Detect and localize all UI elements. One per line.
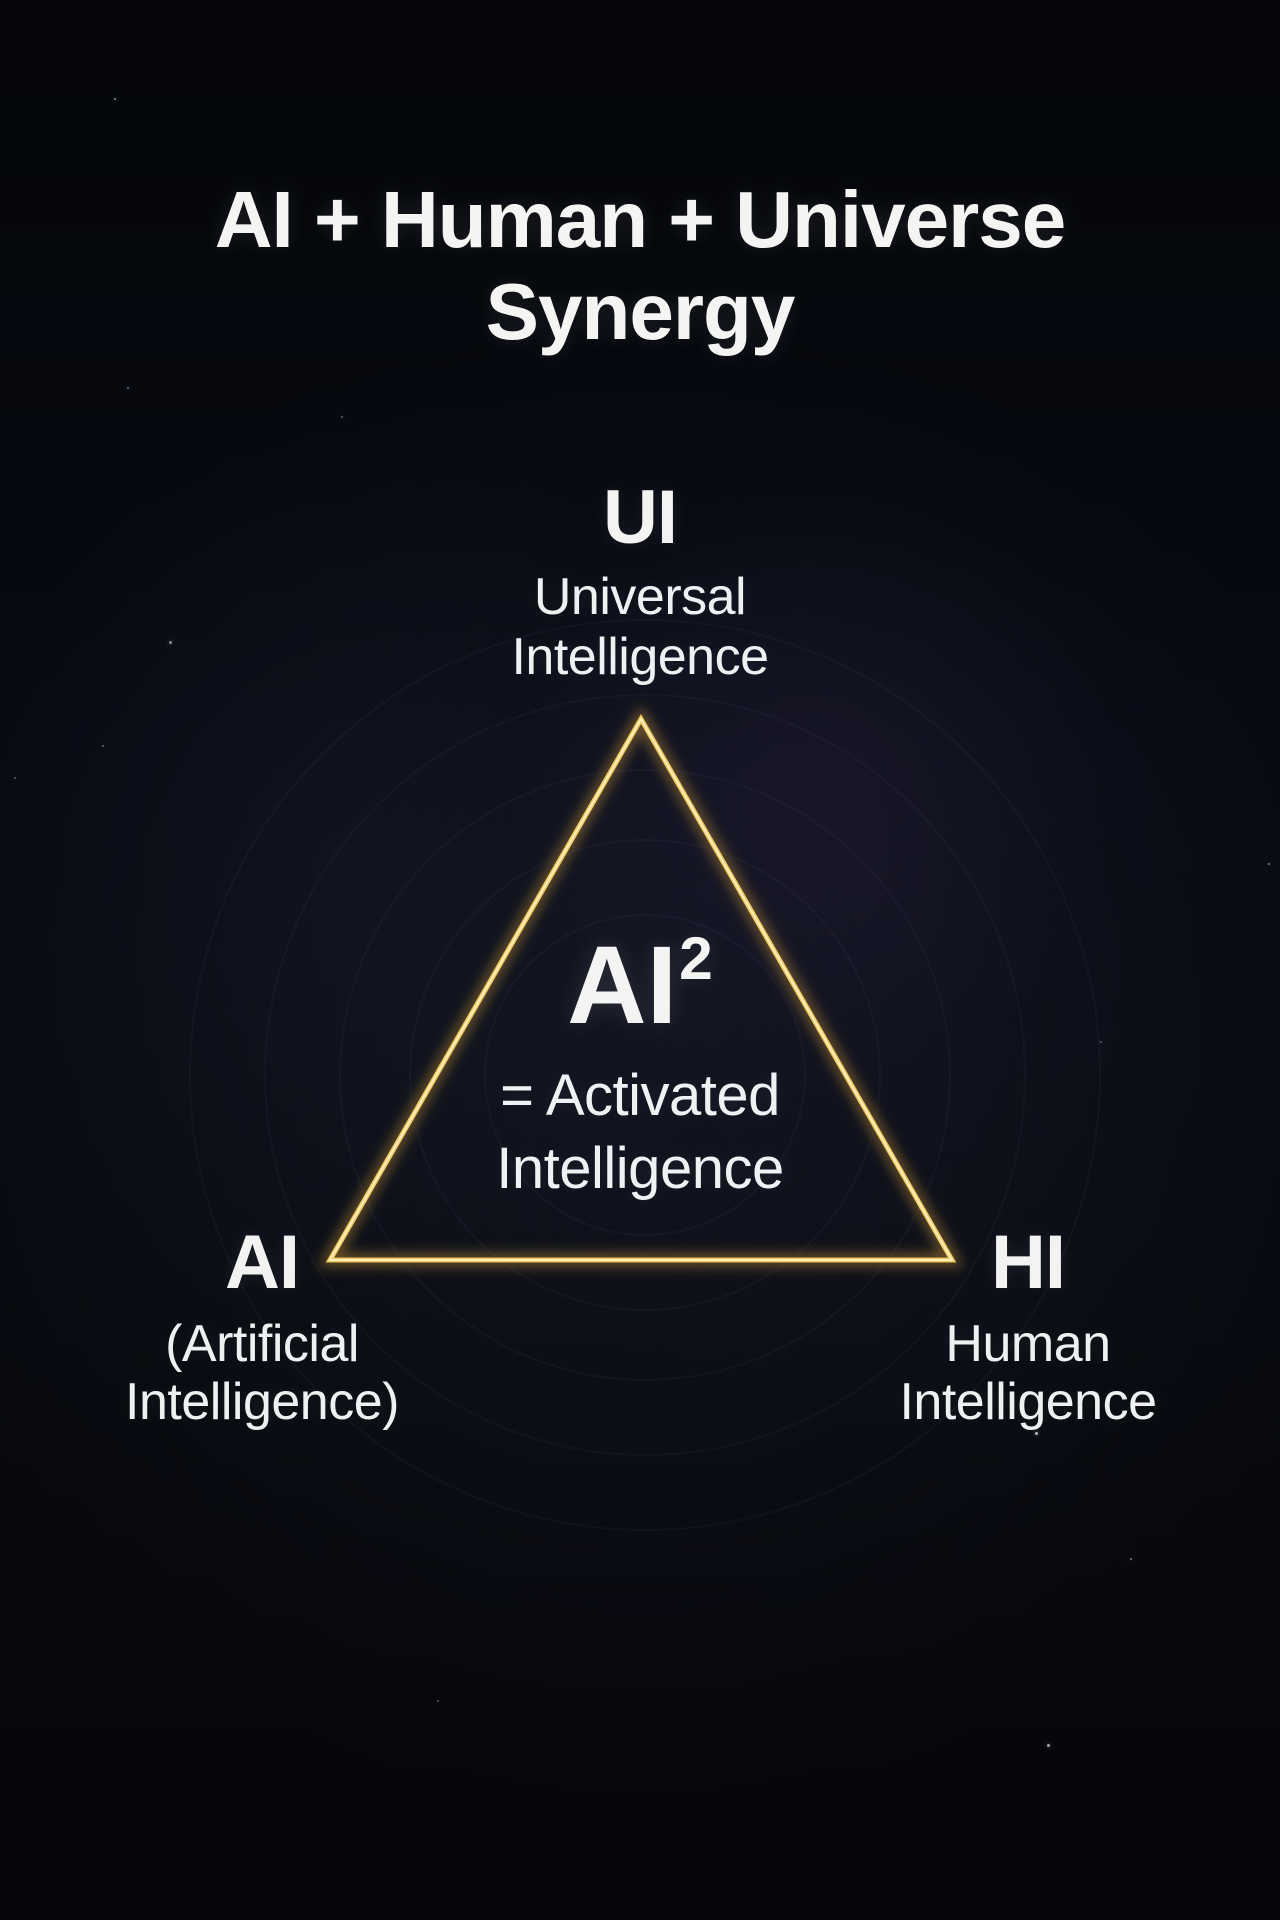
star-dot (437, 1700, 439, 1702)
ai-sublabel: (Artificial Intelligence) (0, 1315, 524, 1431)
hi-sublabel-line-1: Human (945, 1315, 1111, 1373)
bg-ring (484, 914, 806, 1236)
hi-acronym: HI (991, 1220, 1066, 1305)
ui-sublabel-line-2: Intelligence (511, 628, 769, 686)
triangle-core-line (328, 716, 954, 1261)
star-dot (341, 416, 343, 418)
bg-ring (339, 769, 951, 1381)
ui-sublabel: Universal Intelligence (0, 567, 1280, 687)
star-dot (1268, 863, 1270, 865)
formula-base: AI (567, 924, 678, 1047)
title-line-2: Synergy (485, 266, 796, 356)
ai-sublabel-line-1: (Artificial (165, 1315, 359, 1373)
star-dot (114, 98, 116, 100)
ai-sublabel-line-2: Intelligence) (125, 1373, 399, 1431)
ai-acronym: AI (225, 1220, 300, 1305)
star-dot (169, 641, 172, 644)
star-dot (1035, 1432, 1038, 1435)
formula-exponent: 2 (679, 924, 713, 993)
star-dot (102, 745, 104, 747)
vertex-label-human-intelligence: HI Human Intelligence (768, 1220, 1280, 1432)
star-dot (14, 777, 16, 779)
title-line-1: AI + Human + Universe (214, 174, 1066, 264)
center-formula: AI2 (0, 924, 1280, 1057)
bg-ring (409, 839, 881, 1311)
ui-acronym: UI (603, 475, 678, 560)
center-definition-line-1: = Activated (500, 1063, 780, 1128)
bg-ring (264, 694, 1026, 1456)
center-definition-line-2: Intelligence (496, 1136, 784, 1201)
center-formula-definition: = Activated Intelligence (0, 1059, 1280, 1205)
bg-ring (189, 619, 1101, 1531)
hi-sublabel-line-2: Intelligence (899, 1373, 1157, 1431)
page-title: AI + Human + Universe Synergy (0, 174, 1280, 358)
star-dot (1130, 1558, 1132, 1560)
vertex-label-universal-intelligence: UI Universal Intelligence (0, 476, 1280, 687)
star-dot (127, 387, 129, 389)
hi-sublabel: Human Intelligence (768, 1315, 1280, 1431)
vertex-label-artificial-intelligence: AI (Artificial Intelligence) (0, 1220, 524, 1432)
ui-sublabel-line-1: Universal (533, 568, 747, 626)
star-dot (1047, 1744, 1050, 1747)
star-dot (1100, 1041, 1102, 1043)
